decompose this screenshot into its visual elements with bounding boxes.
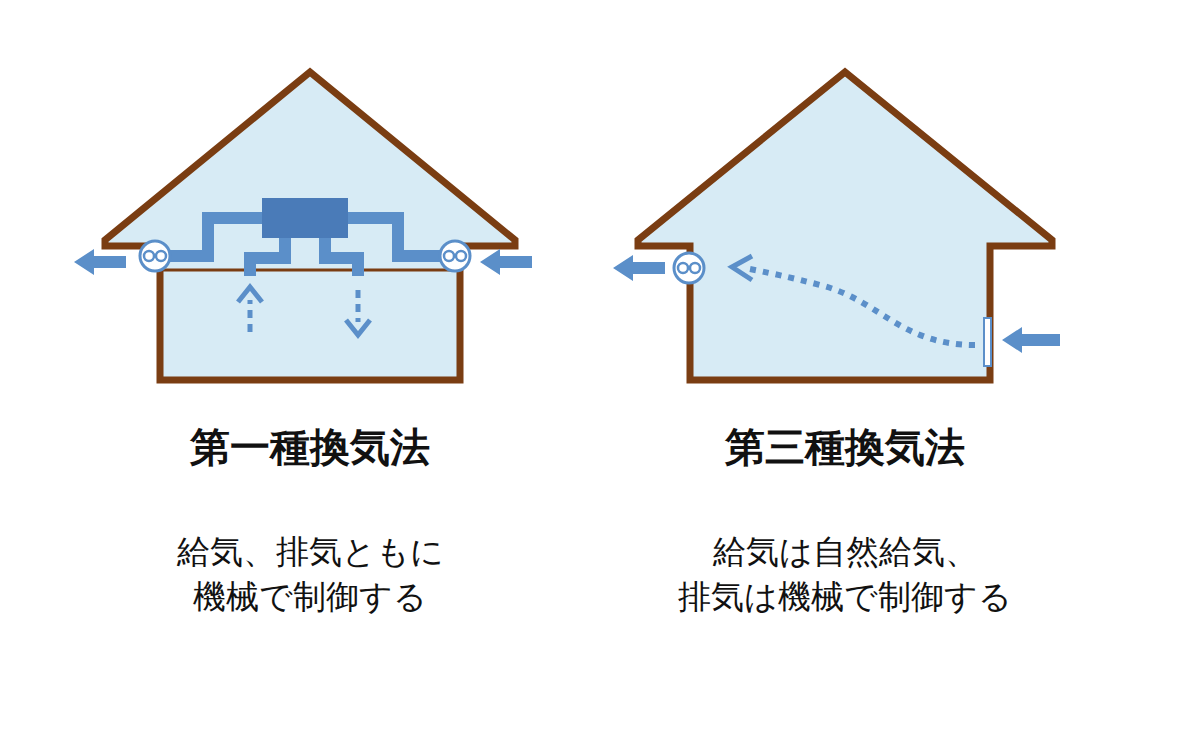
flow-arrow bbox=[613, 255, 1060, 353]
method-title: 第一種換気法 bbox=[100, 420, 520, 474]
method-description: 給気、排気ともに 機械で制御する bbox=[160, 530, 460, 619]
ceiling-line bbox=[160, 269, 460, 272]
method-description: 給気は自然給気、 排気は機械で制御する bbox=[665, 530, 1025, 619]
dashed-flow-arrow bbox=[732, 256, 752, 280]
fan-symbol bbox=[140, 241, 170, 271]
method-title: 第三種換気法 bbox=[635, 420, 1055, 474]
house-outline bbox=[105, 72, 515, 380]
dashed-flow-arrow bbox=[745, 268, 975, 345]
dashed-flow-arrow bbox=[238, 287, 370, 335]
air-inlet-vent bbox=[984, 318, 991, 366]
flow-arrow bbox=[74, 249, 532, 275]
house-outline bbox=[638, 72, 1052, 380]
fan-symbol bbox=[440, 241, 470, 271]
fan-symbol bbox=[674, 253, 704, 283]
heat-exchanger-unit bbox=[262, 198, 348, 238]
